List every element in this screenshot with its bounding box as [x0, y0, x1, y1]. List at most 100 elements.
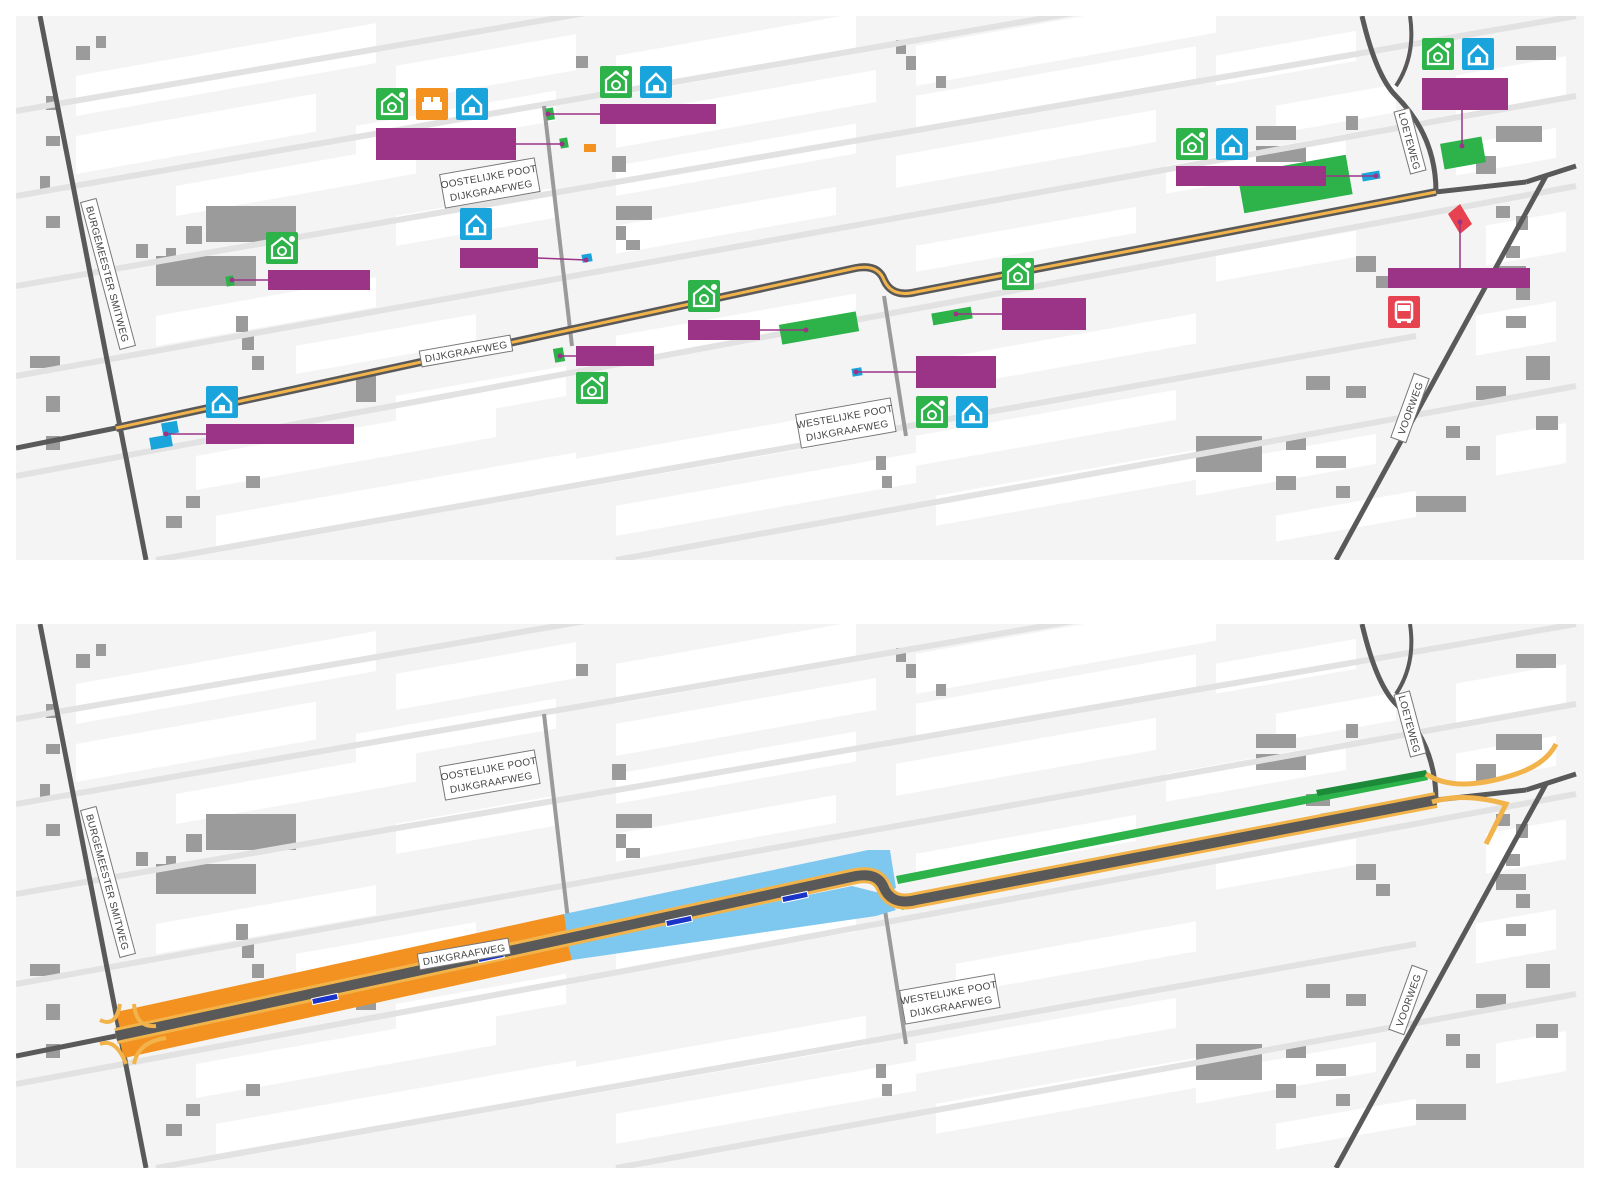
- house-icon: [1216, 128, 1248, 160]
- building: [1316, 456, 1346, 468]
- building: [1506, 316, 1526, 328]
- minor-road: [16, 624, 1577, 897]
- building: [46, 1004, 60, 1020]
- building: [40, 784, 50, 800]
- parcel: [296, 314, 476, 374]
- parcel: [156, 277, 376, 346]
- house-door: [1229, 147, 1235, 154]
- parcel: [1276, 490, 1416, 542]
- leader-dot: [853, 369, 859, 375]
- building: [896, 40, 906, 54]
- leader-dot: [229, 277, 235, 283]
- building: [1476, 994, 1506, 1008]
- parcel: [616, 677, 876, 756]
- parcel: [896, 717, 1156, 796]
- leader-dot: [803, 327, 809, 333]
- bed-frame: [422, 102, 442, 110]
- building: [186, 226, 202, 244]
- greenhouse-plant: [277, 246, 287, 256]
- road-oostelijke-poot: [542, 105, 574, 347]
- house-door: [469, 107, 475, 114]
- bus-wheel-right: [1407, 320, 1411, 323]
- road-dijkgraafweg: [114, 795, 1437, 1041]
- parcel: [536, 1015, 866, 1104]
- parcel: [1496, 1031, 1566, 1084]
- leader-dot: [1373, 173, 1379, 179]
- building: [1536, 416, 1558, 430]
- parcel: [1276, 692, 1396, 742]
- building: [1376, 884, 1390, 896]
- parcel: [916, 46, 1196, 130]
- building: [136, 244, 148, 258]
- house-shape: [1221, 134, 1243, 156]
- parcel: [156, 885, 376, 954]
- road-westelijke-poot: [882, 295, 908, 437]
- building: [936, 684, 946, 696]
- building: [236, 316, 248, 332]
- building: [186, 1104, 200, 1116]
- greenhouse-gear: [1445, 42, 1451, 48]
- building: [1416, 496, 1466, 512]
- building: [236, 924, 248, 940]
- building: [612, 764, 626, 780]
- bus-stop-bay: [311, 992, 339, 1006]
- parcel: [916, 654, 1196, 738]
- parcel: [76, 701, 316, 782]
- building: [76, 654, 90, 668]
- building: [1256, 126, 1296, 140]
- building: [46, 216, 60, 228]
- parcel: [396, 34, 576, 102]
- building: [206, 814, 296, 850]
- greenhouse-gear: [399, 92, 405, 98]
- greenhouse-icon: [1422, 38, 1454, 70]
- bus-stop-bay: [665, 914, 693, 928]
- building: [1496, 874, 1526, 890]
- parcel: [1216, 230, 1356, 282]
- parcel: [1496, 423, 1566, 476]
- greenhouse-icon: [688, 280, 720, 312]
- parcel: [916, 16, 1216, 86]
- greenhouse-shape: [920, 400, 944, 424]
- label-bar: [376, 128, 516, 160]
- building: [1446, 1034, 1460, 1046]
- annotations: [149, 38, 1530, 450]
- label-bar: [206, 424, 354, 444]
- house-icon: [1462, 38, 1494, 70]
- building: [1466, 1054, 1480, 1068]
- building: [1376, 276, 1390, 288]
- house-icon: [456, 88, 488, 120]
- bus-wheel-left: [1397, 320, 1401, 323]
- building: [882, 1084, 892, 1096]
- building: [936, 76, 946, 88]
- greenhouse-gear: [939, 400, 945, 406]
- lodging-parcel: [584, 144, 596, 152]
- minor-road: [16, 16, 1074, 199]
- building: [616, 226, 626, 240]
- house-shape: [461, 94, 483, 116]
- minor-road: [16, 93, 1577, 379]
- building: [186, 834, 202, 852]
- building: [576, 664, 588, 676]
- building: [242, 336, 254, 350]
- building: [166, 516, 182, 528]
- road-burgemeester-smitweg: [37, 624, 149, 1168]
- minor-road: [155, 941, 1417, 1168]
- road-label-voorweg: VOORWEG: [1390, 372, 1430, 444]
- map-canvas-bottom: BURGEMEESTER SMITWEG DIJKGRAAFWEG OOSTEL…: [16, 624, 1577, 1168]
- greenhouse-icon: [576, 372, 608, 404]
- parcel: [916, 206, 1136, 272]
- building: [46, 396, 60, 412]
- greenhouse-gear: [1025, 262, 1031, 268]
- label-bar: [688, 320, 760, 340]
- building: [876, 456, 886, 470]
- greenhouse-parcel: [931, 306, 973, 326]
- greenhouse-plant: [927, 410, 937, 420]
- road-voorweg: [1333, 174, 1549, 560]
- greenhouse-icon: [376, 88, 408, 120]
- leader-dot: [953, 311, 959, 317]
- parcel: [616, 795, 836, 862]
- parcel: [536, 407, 866, 496]
- road-burgemeester-smitweg: [37, 16, 149, 560]
- greenhouse-shape: [1006, 262, 1030, 286]
- road-label-loeteweg: LOETEWEG: [1393, 690, 1427, 758]
